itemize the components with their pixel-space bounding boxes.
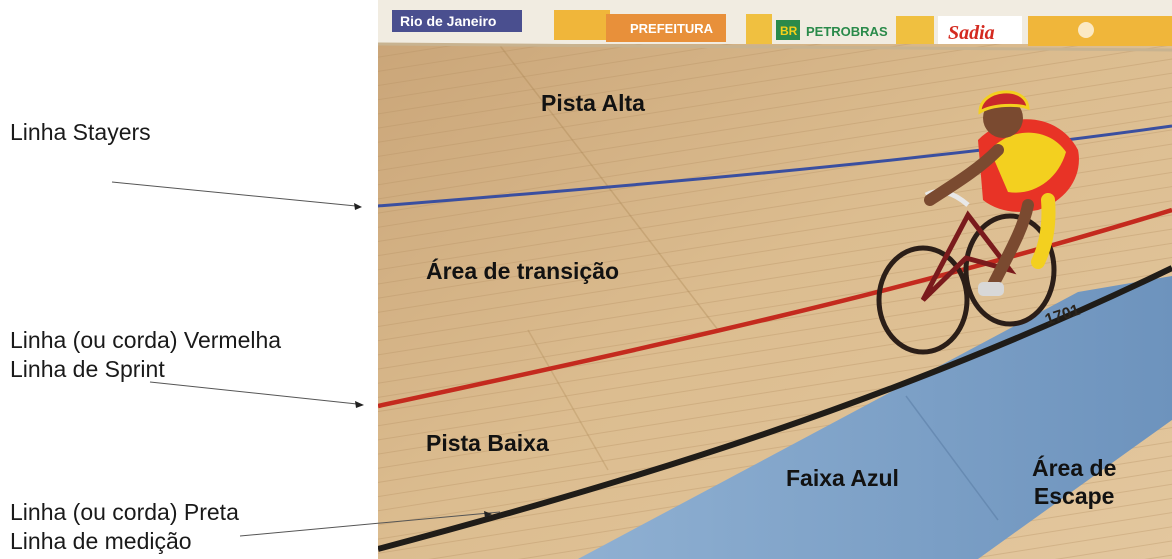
label-faixa-azul: Faixa Azul: [786, 465, 899, 491]
banner-rio: [392, 10, 522, 32]
rider-helmet: [978, 90, 1030, 115]
banner-sadia-text: Sadia: [948, 22, 995, 44]
label-area-transicao: Área de transição: [426, 258, 620, 284]
arrow-stayers: [111, 181, 362, 210]
cyclist: [876, 90, 1079, 355]
plank-seam: [487, 29, 719, 331]
banner-br-text: BR: [780, 24, 798, 38]
bike-frame: [920, 210, 1017, 302]
banner-prefeitura-text: PREFEITURA: [630, 21, 714, 36]
rider-jersey-yellow: [990, 132, 1066, 193]
bike-wheel-front: [876, 245, 970, 355]
banner-petrobras-text: PETROBRAS: [806, 24, 888, 39]
rider-leg: [1031, 193, 1056, 269]
rider-arm: [924, 144, 1004, 206]
banner-bottom-edge: [378, 42, 1172, 52]
banner-yellow: [896, 16, 934, 44]
arrow-vermelha: [149, 381, 364, 408]
banner-sadia: [938, 16, 1022, 44]
velodrome-photo: Rio de Janeiro PREFEITURA BR PETROBRAS S…: [378, 0, 1172, 559]
banner-br-box: [776, 20, 800, 40]
plank-seam: [527, 329, 609, 471]
banner-prefeitura: [606, 14, 726, 42]
label-pista-alta: Pista Alta: [541, 90, 645, 116]
banner-rio-text: Rio de Janeiro: [400, 13, 496, 29]
red-line: [378, 207, 1172, 409]
label-linha-preta: Linha (ou corda) Preta Linha de medição: [10, 499, 239, 554]
banner-yellow: [1028, 16, 1172, 46]
label-area-escape: Área de Escape: [1032, 455, 1117, 509]
bike-wheel-rear: [963, 213, 1057, 327]
label-linha-vermelha: Linha (ou corda) Vermelha Linha de Sprin…: [10, 327, 282, 382]
banner-yellow: [746, 14, 772, 44]
rider-leg: [987, 199, 1034, 291]
label-linha-stayers: Linha Stayers: [10, 119, 151, 145]
label-pista-baixa: Pista Baixa: [426, 430, 549, 456]
faixa-azul-band: [578, 276, 1172, 559]
blue-band-seam: [905, 395, 999, 521]
banner-yellow: [554, 10, 610, 40]
rider-shoe: [978, 282, 1004, 296]
banner-logo: [1078, 22, 1094, 38]
velodrome-track-illustration: Rio de Janeiro PREFEITURA BR PETROBRAS S…: [378, 0, 1172, 559]
